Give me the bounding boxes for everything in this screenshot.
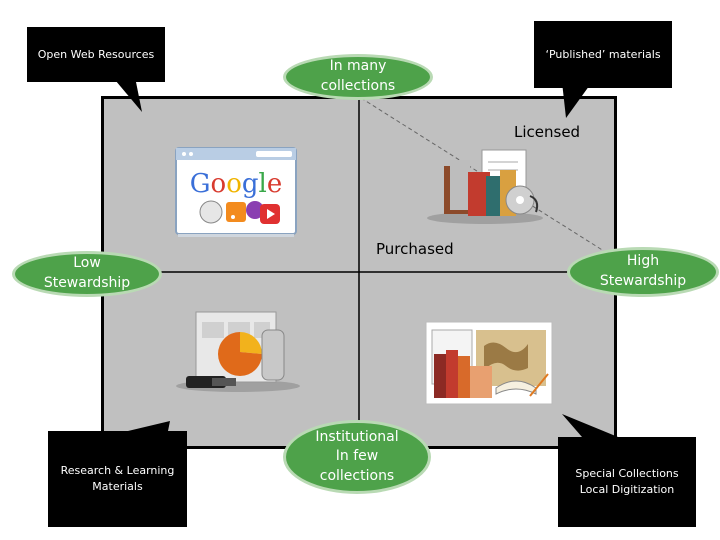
svg-text:Google: Google (190, 169, 282, 199)
archive-documents-icon (425, 321, 553, 405)
callout-research-learning-materials: Research & Learning Materials (48, 431, 187, 527)
pointer-bottom-left (128, 421, 170, 431)
callout-open-web-resources: Open Web Resources (27, 27, 165, 82)
axis-left-oval: Low Stewardship (12, 251, 162, 297)
browser-google-icon: Google (175, 147, 297, 237)
axis-top-oval: In many collections (283, 54, 433, 100)
axis-bottom-oval: Institutional In few collections (283, 420, 431, 494)
label-licensed: Licensed (514, 123, 581, 141)
pointer-bottom-right (562, 414, 618, 437)
axis-right-oval: High Stewardship (567, 247, 719, 297)
label-purchased: Purchased (376, 240, 454, 258)
research-tools-icon (176, 311, 300, 392)
callout-published-materials: ‘Published’ materials (534, 21, 672, 88)
callout-special-collections: Special Collections Local Digitization (558, 437, 696, 527)
pointer-top-right (562, 82, 592, 118)
books-media-icon (427, 149, 543, 224)
